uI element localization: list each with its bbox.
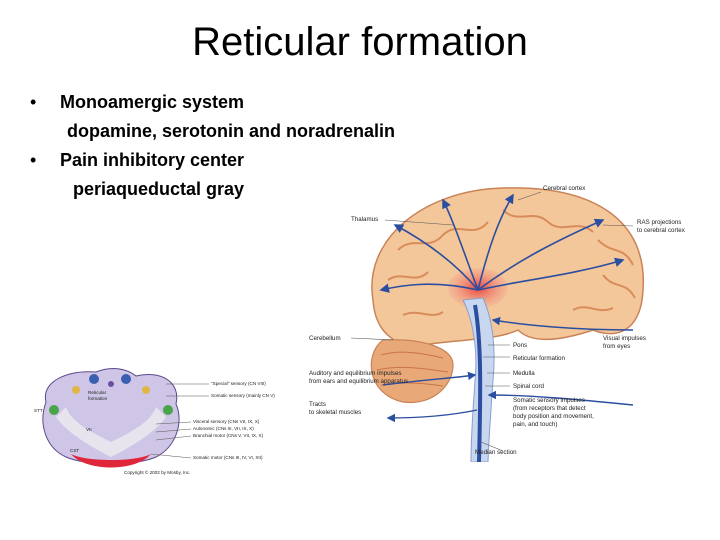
tract-region-left bbox=[56, 407, 111, 457]
label-spinal-cord: Spinal cord bbox=[513, 383, 545, 390]
bullet-text: Pain inhibitory center bbox=[60, 150, 245, 170]
label-pons: Pons bbox=[513, 342, 527, 349]
label-reticular: Reticular bbox=[88, 390, 107, 395]
bullet-text: Monoamergic system bbox=[60, 92, 245, 112]
label-branchial: Branchial motor (CNs V, VII, IX, X) bbox=[193, 433, 264, 438]
nucleus-yellow-left bbox=[72, 386, 80, 394]
tract-region-right bbox=[111, 407, 166, 457]
nucleus-purple bbox=[108, 381, 114, 387]
section-leader-lines bbox=[150, 383, 209, 459]
label-somatic-4: pain, and touch) bbox=[513, 421, 557, 428]
label-somatic-3: body position and movement, bbox=[513, 413, 594, 420]
bullet-list: • Monoamergic system dopamine, serotonin … bbox=[30, 88, 395, 204]
label-formation: formation bbox=[88, 396, 108, 401]
label-visual-impulses: Visual impulses bbox=[603, 335, 646, 342]
label-visceral-sensory: Visceral sensory (CNs VII, IX, X) bbox=[193, 419, 260, 424]
label-cerebellum: Cerebellum bbox=[309, 335, 341, 342]
label-tracts-2: to skeletal muscles bbox=[309, 409, 361, 416]
label-medulla: Medulla bbox=[513, 370, 535, 377]
nucleus-blue-left bbox=[89, 374, 99, 384]
label-special-sensory: "Special" sensory (CN VIII) bbox=[211, 381, 266, 386]
label-ras-projections: RAS projections bbox=[637, 219, 681, 226]
label-thalamus: Thalamus bbox=[351, 216, 378, 223]
label-stt: STT bbox=[34, 408, 43, 413]
ras-arrows bbox=[379, 193, 625, 293]
nucleus-green-right bbox=[163, 405, 173, 415]
bullet-marker: • bbox=[30, 150, 37, 170]
brainstem-section-illustration: Reticular formation STT VII CST "Special… bbox=[26, 362, 296, 480]
nucleus-blue-right bbox=[121, 374, 131, 384]
bullet-detail: dopamine, serotonin and noradrenalin bbox=[67, 121, 396, 141]
nucleus-green-left bbox=[49, 405, 59, 415]
label-cerebral-cortex: Cerebral cortex bbox=[543, 185, 586, 192]
label-somatic-1: Somatic sensory impulses bbox=[513, 397, 585, 404]
label-auditory-1: Auditory and equilibrium impulses bbox=[309, 370, 402, 377]
impulse-arrows bbox=[382, 317, 634, 423]
leader-lines bbox=[350, 191, 634, 452]
label-tracts-1: Tracts bbox=[309, 401, 326, 408]
label-autonomic: Autonomic (CNs III, VII, IX, X) bbox=[193, 426, 254, 431]
label-reticular-formation: Reticular formation bbox=[513, 355, 565, 362]
slide-title: Reticular formation bbox=[192, 20, 528, 64]
bullet-detail: periaqueductal gray bbox=[73, 179, 245, 199]
nucleus-yellow-right bbox=[142, 386, 150, 394]
label-somatic-motor: Somatic motor (CNs III, IV, VI, XII) bbox=[193, 455, 263, 460]
bullet-item: • Monoamergic system bbox=[30, 88, 395, 117]
reticular-column bbox=[473, 304, 483, 462]
label-cst: CST bbox=[70, 448, 79, 453]
brain-illustration: Cerebral cortex Thalamus RAS projections… bbox=[303, 180, 703, 462]
label-auditory-2: from ears and equilibrium apparatus bbox=[309, 378, 408, 385]
label-median-section: Median section bbox=[475, 449, 517, 456]
gyri-pattern bbox=[387, 209, 636, 316]
label-somatic-2: (from receptors that detect bbox=[513, 405, 586, 412]
label-visual-impulses-2: from eyes bbox=[603, 343, 630, 350]
bullet-marker: • bbox=[30, 92, 37, 112]
label-vii: VII bbox=[86, 427, 92, 432]
label-copyright: Copyright © 2002 by Mosby, Inc. bbox=[124, 469, 190, 475]
cst-tract bbox=[71, 454, 151, 468]
label-somatic-sensory: Somatic sensory (mainly CN V) bbox=[211, 393, 275, 398]
label-ras-projections-2: to cerebral cortex bbox=[637, 227, 686, 234]
bullet-item: • Pain inhibitory center bbox=[30, 146, 395, 175]
